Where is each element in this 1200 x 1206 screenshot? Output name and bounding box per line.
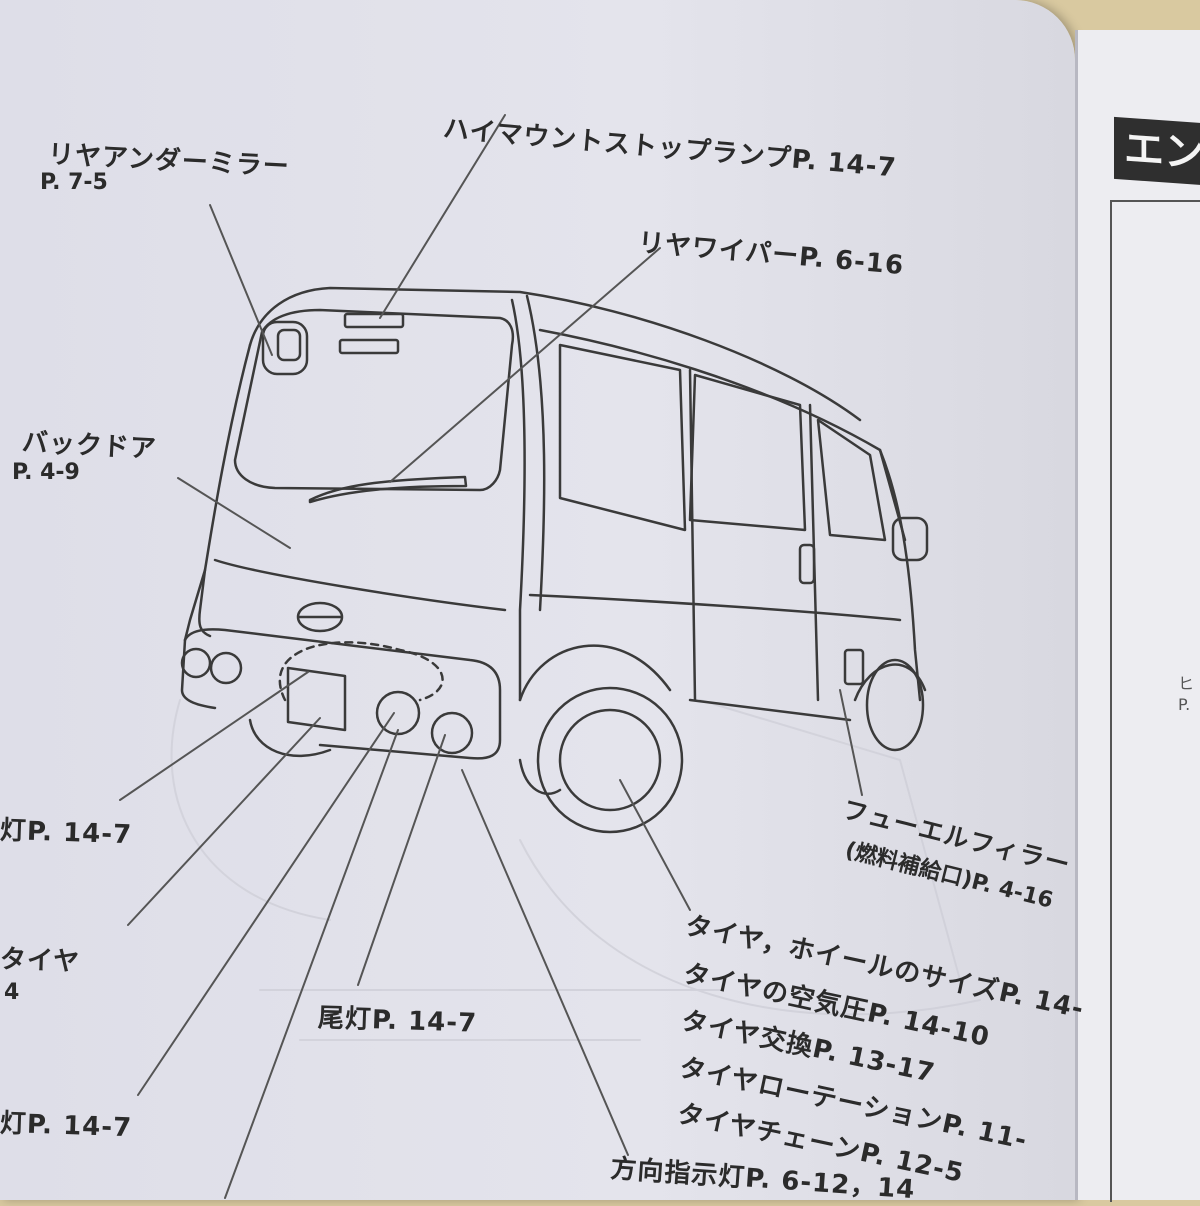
show-through	[170, 699, 981, 1041]
van-body	[180, 286, 929, 834]
label-license-lamp: 灯P. 14-7	[0, 815, 133, 851]
label-tail-lamp: 尾灯P. 14-7	[317, 1003, 478, 1039]
leader-lines	[119, 114, 863, 1199]
section-tab: エン	[1114, 116, 1200, 186]
label-spare-tire: タイヤ	[0, 944, 81, 978]
page-spare-tire: 4	[4, 980, 20, 1005]
manual-page-left	[0, 0, 1075, 1200]
label-back-door: バックドア	[21, 427, 158, 465]
manual-page-right: エン ヒ P.	[1075, 30, 1200, 1202]
label-reverse-lamp: 灯P. 14-7	[0, 1108, 133, 1144]
page-back-door: P. 4-9	[12, 460, 80, 485]
content-frame	[1110, 200, 1200, 1202]
side-note-1: ヒ	[1178, 674, 1195, 693]
van-rear-diagram	[119, 114, 981, 1199]
side-note-2: P.	[1178, 695, 1191, 714]
page-rear-under-mirror: P. 7-5	[40, 170, 108, 195]
